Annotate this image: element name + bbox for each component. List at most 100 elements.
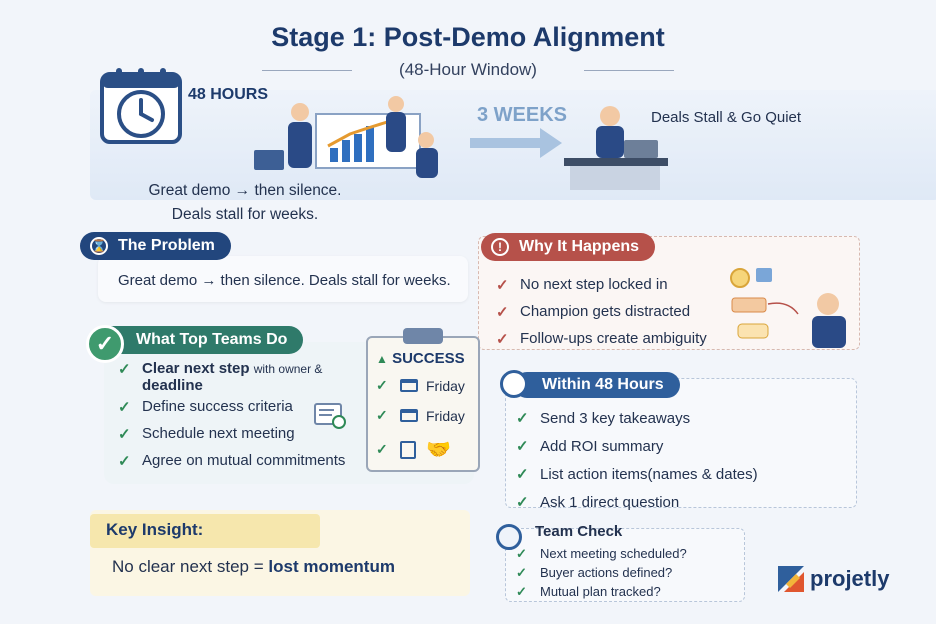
hours-label: 48 HOURS xyxy=(188,86,269,103)
banner-caption-line1: Great demo → then silence. xyxy=(148,182,342,199)
arrow-right-icon xyxy=(470,128,562,158)
why-item-text: Champion gets distracted xyxy=(520,303,691,320)
team-check-item-text: Mutual plan tracked? xyxy=(540,584,661,599)
clipboard-title: ▲ SUCCESS xyxy=(376,350,465,367)
stall-label: Deals Stall & Go Quiet xyxy=(651,109,802,126)
within48-heading: Within 48 Hours xyxy=(542,376,664,393)
why-list: ✓ No next step locked in ✓ Champion gets d… xyxy=(496,271,707,352)
list-item: ✓ Define success criteria xyxy=(118,398,345,416)
check-icon: ✓ xyxy=(118,399,131,416)
check-icon: ✓ xyxy=(496,303,509,321)
distracted-champion-illustration xyxy=(730,268,846,348)
calendar-clock-icon xyxy=(100,68,182,144)
top-item-small: with owner & xyxy=(253,362,323,376)
list-item: ✓Next meeting scheduled? xyxy=(516,544,687,563)
clipboard-clip xyxy=(403,328,443,344)
calendar-icon xyxy=(400,379,418,392)
list-item: ✓ Buyer actions defined? xyxy=(516,563,687,582)
why-item-text: Follow-ups create ambiguity xyxy=(520,330,707,347)
within48-item-text: Add ROI summary xyxy=(540,437,664,455)
subtitle-rule-right xyxy=(584,70,674,71)
alert-icon: ! xyxy=(491,238,509,256)
success-clipboard xyxy=(366,336,480,472)
top-item-text: Agree on mutual commitments xyxy=(142,452,346,469)
list-item: ✓ Send 3 key takeaways xyxy=(516,404,758,432)
list-item: ✓ Follow-ups create ambiguity xyxy=(496,325,707,352)
weeks-label: 3 WEEKS xyxy=(477,104,568,126)
clipboard-title-text: SUCCESS xyxy=(392,350,465,367)
check-icon: ✓ xyxy=(496,276,509,294)
list-item: ✓ Ask 1 direct question xyxy=(516,488,758,516)
check-circle-icon: ✓ xyxy=(86,325,124,363)
team-check-item-text: Next meeting scheduled? xyxy=(540,546,687,561)
within48-item-text: Send 3 key takeaways xyxy=(540,409,691,427)
projetly-logo-icon xyxy=(778,566,804,592)
within48-item-text: List action items(names & dates) xyxy=(540,465,758,483)
list-item: ✓ Champion gets distracted xyxy=(496,298,707,325)
check-icon: ✓ xyxy=(376,377,388,393)
check-icon: ✓ xyxy=(516,494,529,511)
clipboard-row-text: Friday xyxy=(426,377,465,394)
key-insight-text: No clear next step = lost momentum xyxy=(112,557,395,577)
top-item-text: Define success criteria xyxy=(142,398,293,415)
check-icon: ✓ xyxy=(516,583,527,599)
why-item-text: No next step locked in xyxy=(520,276,668,293)
clock-icon: ⌛ xyxy=(90,237,108,255)
list-item: ✓ Clear next step with owner & deadline xyxy=(118,360,345,394)
brand-name: projetly xyxy=(810,566,890,591)
magnifier-icon xyxy=(496,524,522,550)
team-check-list: ✓Next meeting scheduled? ✓Buyer actions … xyxy=(516,544,687,601)
banner-caption-line2: Deals stall for weeks. xyxy=(171,206,319,223)
top-teams-heading: What Top Teams Do xyxy=(136,331,288,348)
list-item: ✓ List action items(names & dates) xyxy=(516,460,758,488)
check-icon: ✓ xyxy=(118,453,131,470)
document-icon xyxy=(400,440,416,459)
waiting-rep-illustration xyxy=(564,106,668,190)
list-item: ✓Schedule next meeting xyxy=(118,425,345,443)
team-check-card xyxy=(505,528,745,602)
problem-card xyxy=(98,256,468,302)
criteria-card-icon xyxy=(314,403,346,429)
page-title: Stage 1: Post-Demo Alignment xyxy=(271,22,665,52)
check-icon: ✓ xyxy=(376,407,388,423)
key-insight-heading: Key Insight: xyxy=(90,514,320,548)
magnifier-icon xyxy=(500,370,528,398)
team-check-heading: Team Check xyxy=(535,523,623,540)
clipboard-row: ✓ 🤝 xyxy=(376,437,451,462)
check-icon: ✓ xyxy=(516,410,529,427)
why-heading: Why It Happens xyxy=(519,238,640,255)
list-item: ✓ Add ROI summary xyxy=(516,432,758,460)
check-icon: ✓ xyxy=(496,330,509,348)
clipboard-row-text: Friday xyxy=(426,407,465,424)
top-item-main: Clear next step xyxy=(142,360,250,377)
problem-text: Great demo → then silence. Deals stall f… xyxy=(118,272,451,289)
brand-logo: projetly xyxy=(778,566,889,592)
within48-heading-pill: Within 48 Hours xyxy=(514,372,680,398)
check-icon: ✓ xyxy=(118,361,131,378)
clipboard-row: ✓ Friday xyxy=(376,407,465,424)
within48-card xyxy=(505,378,857,508)
page-subtitle: (48-Hour Window) xyxy=(399,60,537,79)
key-insight-emphasis: lost momentum xyxy=(268,557,395,576)
list-item: ✓ No next step locked in xyxy=(496,271,707,298)
team-check-item-text: Buyer actions defined? xyxy=(540,565,673,580)
check-icon: ✓ xyxy=(516,438,529,455)
top-teams-list: ✓ Clear next step with owner & deadline … xyxy=(118,360,345,479)
subtitle-rule-left xyxy=(262,70,352,71)
warning-icon: ▲ xyxy=(376,352,388,366)
top-item-tail: deadline xyxy=(142,377,203,394)
check-icon: ✓ xyxy=(376,441,388,457)
top-teams-heading-pill: What Top Teams Do xyxy=(96,326,304,354)
problem-heading-pill: ⌛ The Problem xyxy=(80,232,231,260)
within48-item-text: Ask 1 direct question xyxy=(540,493,680,511)
check-icon: ✓ xyxy=(118,426,131,443)
presentation-team-illustration xyxy=(254,96,438,178)
within48-list: ✓ Send 3 key takeaways ✓ Add ROI summary ✓… xyxy=(516,404,758,516)
calendar-icon xyxy=(400,409,418,422)
handshake-icon: 🤝 xyxy=(426,439,451,461)
list-item: ✓ Agree on mutual commitments xyxy=(118,452,345,470)
problem-heading: The Problem xyxy=(118,237,215,254)
check-icon: ✓ xyxy=(516,564,527,580)
clipboard-row: ✓ Friday xyxy=(376,377,465,394)
check-icon: ✓ xyxy=(516,466,529,483)
